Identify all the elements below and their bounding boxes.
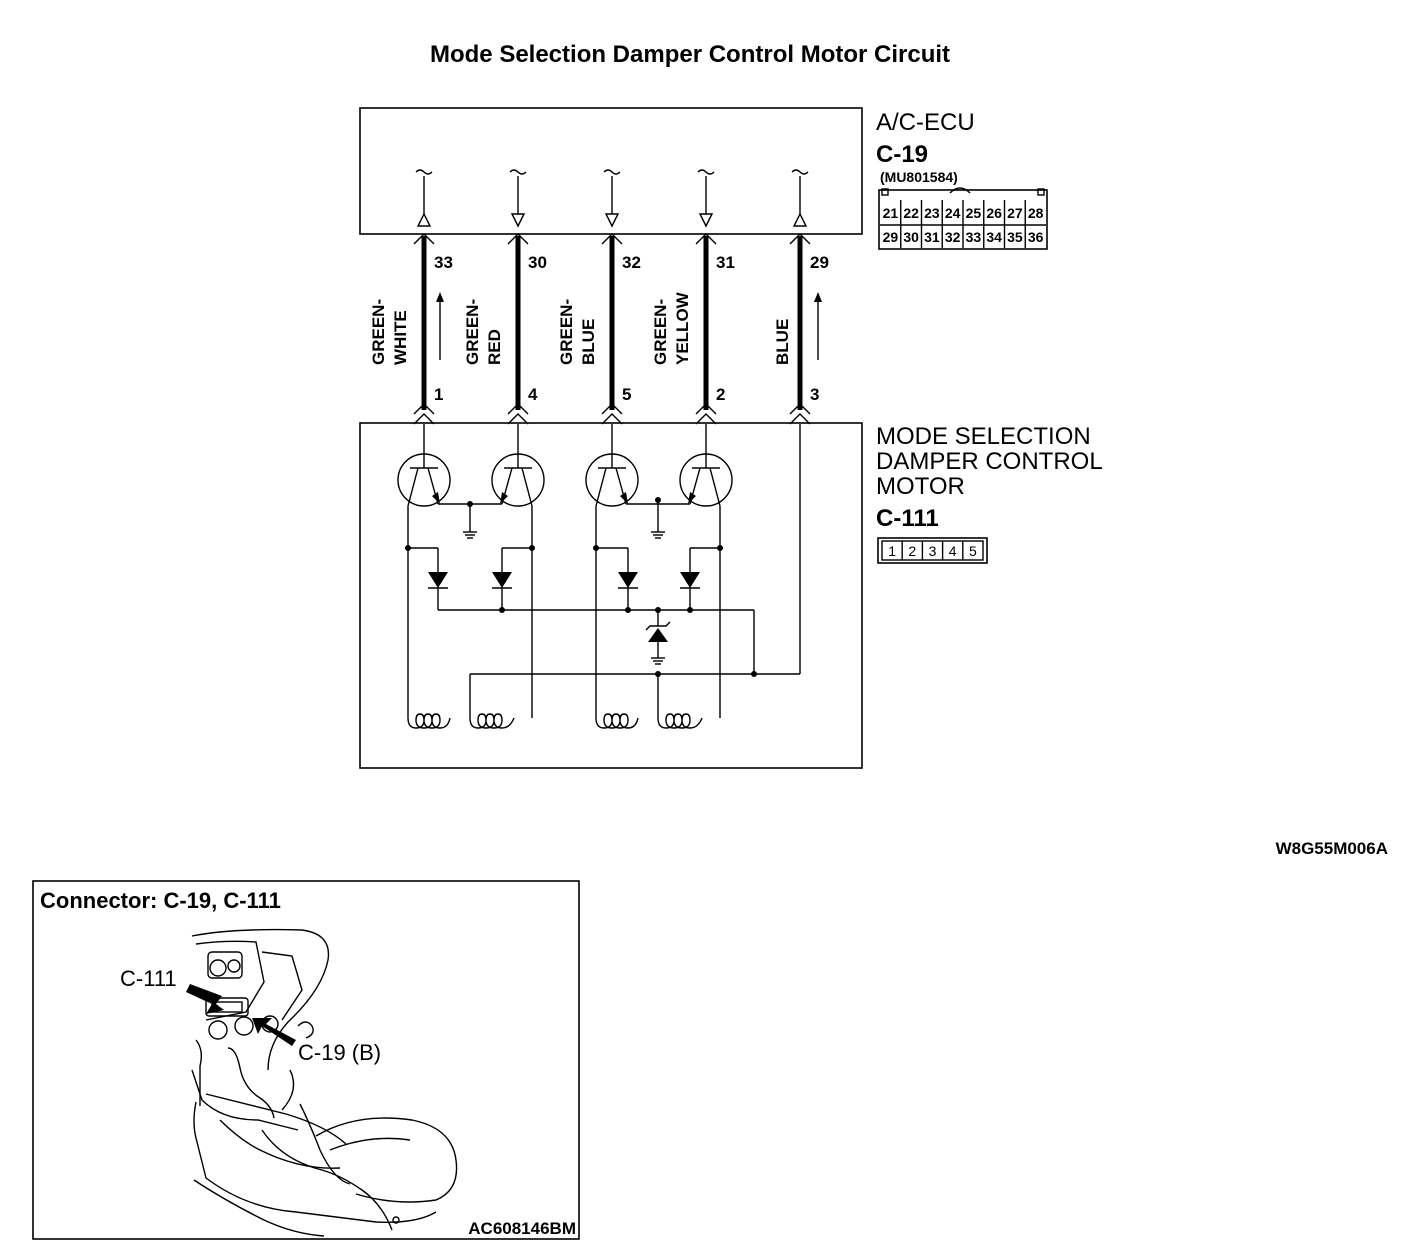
svg-text:YELLOW: YELLOW: [673, 291, 692, 365]
ecu-pin-label: 29: [810, 253, 829, 272]
ecu-terminal-32: [603, 169, 621, 228]
ecu-box: [359, 107, 863, 235]
ecu-part-number: (MU801584): [880, 169, 958, 185]
c19-pin-number: 25: [966, 205, 982, 221]
wire-29-3: [789, 233, 811, 425]
c19-pin-number: 36: [1028, 229, 1044, 245]
diode: [428, 548, 448, 610]
ecu-terminal-33: [415, 169, 433, 227]
current-arrow-up: [814, 292, 822, 360]
motor-internal-circuit: [397, 424, 801, 729]
c19-pin-number: 29: [883, 229, 899, 245]
svg-text:WHITE: WHITE: [391, 310, 410, 365]
c111-pin-number: 4: [949, 543, 957, 559]
ecu-terminal-29: [791, 169, 809, 227]
ecu-terminal-30: [509, 169, 527, 228]
svg-text:BLUE: BLUE: [773, 319, 792, 365]
svg-text:GREEN-: GREEN-: [369, 299, 388, 365]
motor-name-line3: MOTOR: [876, 473, 965, 500]
motor-box: [359, 422, 863, 769]
ecu-pin-label: 32: [622, 253, 641, 272]
ecu-terminal-31: [697, 169, 715, 228]
motor-coil: [595, 713, 639, 729]
c19-pin-number: 23: [924, 205, 940, 221]
wire-color-label: GREEN- RED: [463, 299, 504, 365]
transistor-1: [397, 453, 451, 507]
c19-pin-number: 30: [903, 229, 919, 245]
c111-pin-number: 2: [908, 543, 916, 559]
c111-pin-number: 3: [929, 543, 937, 559]
ecu-terminals: [415, 169, 809, 228]
callout-c111: C-111: [120, 966, 177, 991]
c19-pin-number: 28: [1028, 205, 1044, 221]
motor-pin-label: 4: [528, 385, 538, 404]
motor-connector-id: C-111: [876, 505, 939, 532]
c19-pin-number: 34: [986, 229, 1002, 245]
motor-coil: [407, 713, 451, 729]
ecu-pin-label: 33: [434, 253, 453, 272]
figure-code: AC608146BM: [468, 1219, 576, 1238]
wire-color-label: GREEN- WHITE: [369, 299, 410, 365]
connector-box-title: Connector: C-19, C-111: [40, 888, 281, 913]
wire-color-label: BLUE: [773, 319, 792, 365]
svg-text:GREEN-: GREEN-: [463, 299, 482, 365]
wire-color-label: GREEN- BLUE: [557, 299, 598, 365]
wire-31-2: [695, 233, 717, 425]
harness-wires: [413, 233, 811, 425]
callout-c19: C-19 (B): [298, 1040, 381, 1065]
wire-30-4: [507, 233, 529, 425]
c19-pin-number: 26: [986, 205, 1002, 221]
svg-text:BLUE: BLUE: [579, 319, 598, 365]
c111-pin-number: 1: [888, 543, 896, 559]
diagram-title: Mode Selection Damper Control Motor Circ…: [430, 41, 950, 68]
c19-pin-number: 35: [1007, 229, 1023, 245]
motor-pin-label: 3: [810, 385, 819, 404]
c19-pin-number: 24: [945, 205, 961, 221]
ecu-connector-id: C-19: [876, 141, 928, 168]
c19-pin-number: 21: [883, 205, 899, 221]
diode: [618, 548, 638, 610]
motor-coil: [657, 713, 703, 729]
motor-pin-label: 5: [622, 385, 631, 404]
motor-name-line2: DAMPER CONTROL: [876, 448, 1103, 475]
zener-diode: [645, 610, 671, 665]
motor-pin-label: 1: [434, 385, 443, 404]
motor-coil: [469, 713, 515, 729]
svg-text:GREEN-: GREEN-: [557, 299, 576, 365]
c19-pin-number: 27: [1007, 205, 1023, 221]
wire-32-5: [601, 233, 623, 425]
ecu-name: A/C-ECU: [876, 109, 975, 136]
diode: [680, 548, 700, 610]
dashboard-illustration: [191, 928, 458, 1237]
c19-pin-number: 31: [924, 229, 940, 245]
wire-33-1: [413, 233, 435, 425]
diagram-code: W8G55M006A: [1276, 839, 1388, 858]
c111-pin-number: 5: [969, 543, 977, 559]
current-arrow-up: [436, 292, 444, 360]
svg-text:GREEN-: GREEN-: [651, 299, 670, 365]
transistor-5: [585, 453, 639, 507]
transistor-2: [679, 453, 733, 507]
connector-location-box: Connector: C-19, C-111: [32, 880, 580, 1240]
diode: [492, 548, 512, 610]
c19-pin-number: 22: [903, 205, 919, 221]
motor-name-line1: MODE SELECTION: [876, 423, 1091, 450]
transistor-4: [491, 453, 545, 507]
c19-pin-number: 32: [945, 229, 961, 245]
ecu-pin-label: 31: [716, 253, 735, 272]
wire-color-label: GREEN- YELLOW: [651, 291, 692, 365]
svg-text:RED: RED: [485, 329, 504, 365]
c19-pin-number: 33: [966, 229, 982, 245]
callout-arrow-c19: [252, 1018, 296, 1046]
callout-arrow-c111: [186, 984, 224, 1014]
motor-pin-label: 2: [716, 385, 725, 404]
ecu-pin-label: 30: [528, 253, 547, 272]
